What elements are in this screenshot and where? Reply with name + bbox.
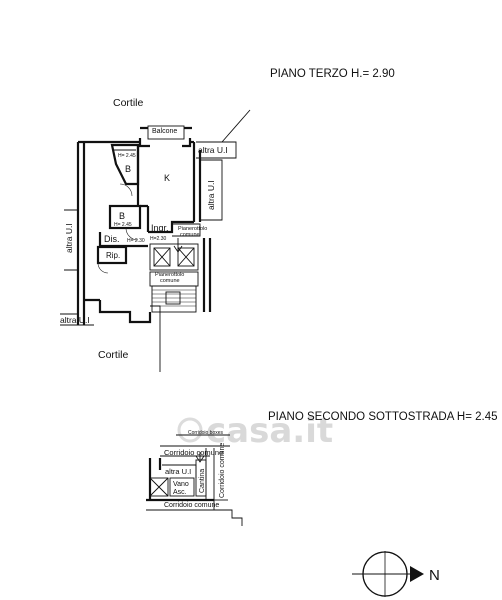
basement-floor-title: PIANO SECONDO SOTTOSTRADA H= 2.45	[268, 411, 498, 423]
altra-ui-left-label: altra U.I	[64, 223, 74, 253]
bath-upper-label: B	[125, 164, 131, 174]
third-floor-title: PIANO TERZO H.= 2.90	[270, 68, 395, 80]
asc-label: Asc.	[173, 489, 187, 496]
cantina-label: Cantina	[199, 469, 206, 493]
corridoio-comune-bottom-label: Corridoio comune	[164, 502, 219, 509]
third-floor-walls	[60, 109, 251, 372]
bath-lower-label: B	[119, 211, 125, 221]
entrance-height: H=2.30	[150, 236, 166, 242]
watermark: casa.it	[177, 411, 333, 451]
corridoio-boxes-label: Corridoio boxes	[188, 430, 224, 436]
hall-height: H= 2.30	[127, 238, 145, 244]
altra-ui-right-label: altra U.I	[206, 180, 216, 210]
bath-lower-height: H= 2.45	[114, 222, 132, 228]
hall-label: Dis.	[104, 234, 120, 244]
landing-lower-label-2: comune	[160, 278, 180, 284]
entrance-label: Ingr.	[151, 223, 169, 233]
watermark-logo-icon	[177, 417, 203, 443]
bath-upper-height: H= 2.45	[118, 153, 136, 159]
corridoio-comune-side-label: Corridoio comune	[219, 443, 226, 498]
compass-north-label: N	[429, 567, 440, 584]
altra-ui-bottom-left-label: altra U.I	[60, 315, 90, 325]
landing-upper-label: Pianerottolo	[178, 226, 207, 232]
storage-label: Rip.	[106, 251, 120, 260]
corridoio-comune-top-label: Corridoio comune	[164, 448, 223, 457]
cortile-top-label: Cortile	[113, 97, 144, 109]
altra-ui-top-right-label: altra U.I	[198, 145, 228, 155]
landing-lower-label: Pianerottolo	[155, 272, 184, 278]
basement-walls	[146, 434, 243, 526]
cortile-bottom-label: Cortile	[98, 349, 129, 361]
watermark-text: casa.it	[206, 411, 333, 451]
basement-altra-ui-label: altra U.I	[165, 467, 191, 476]
landing-upper-label-2: comune	[180, 232, 200, 238]
balcone-label: Balcone	[152, 128, 177, 135]
compass-icon	[352, 551, 424, 597]
kitchen-label: K	[164, 173, 170, 183]
vano-label: Vano	[173, 481, 189, 488]
